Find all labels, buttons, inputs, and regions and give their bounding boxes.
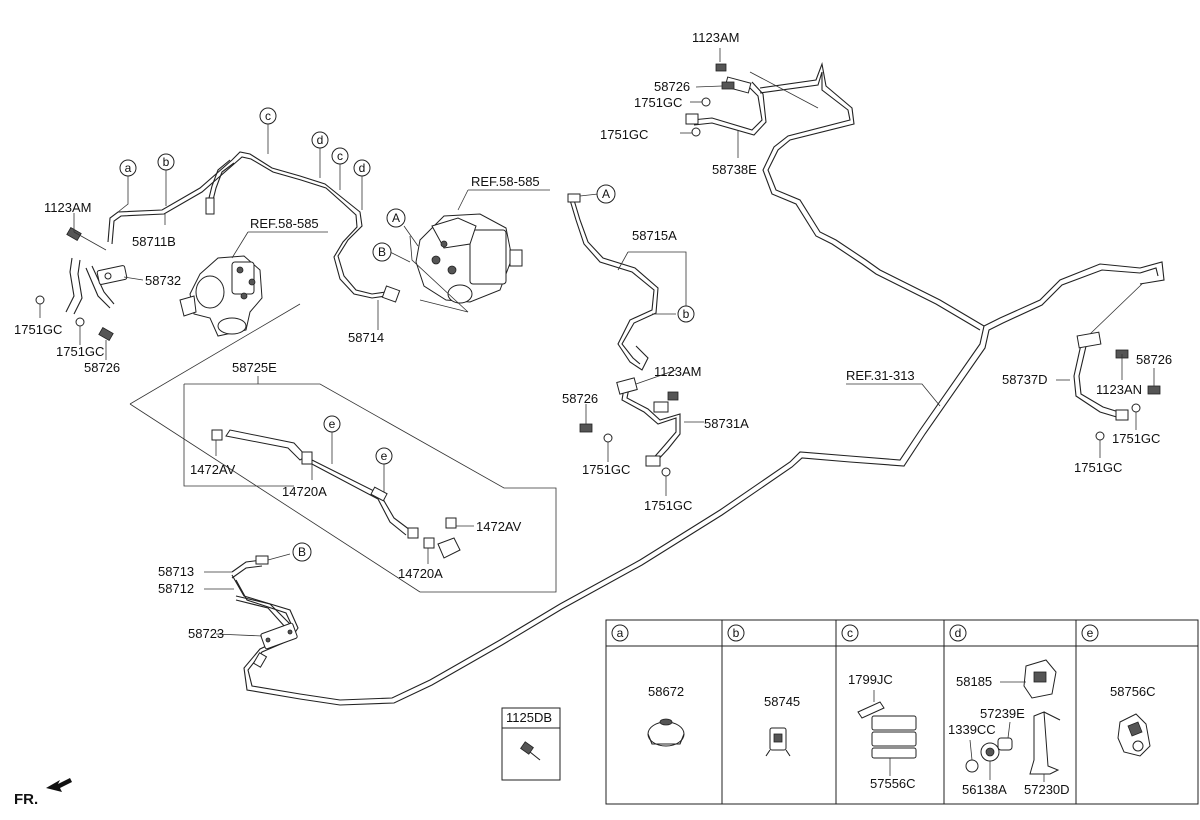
label-1123am: 1123AM <box>654 364 701 379</box>
legend-part-57230d: 57230D <box>1024 782 1070 797</box>
legend-header-c: c <box>847 626 853 640</box>
label-58737d: 58737D <box>1002 372 1048 387</box>
callout-c: c <box>265 109 271 123</box>
label-58712: 58712 <box>158 581 194 596</box>
label-1751gc: 1751GC <box>56 344 104 359</box>
label-1123an: 1123AN <box>1096 382 1142 397</box>
label-1751gc: 1751GC <box>1074 460 1122 475</box>
legend-part-58745: 58745 <box>764 694 800 709</box>
callout-c: c <box>337 149 343 163</box>
callout-A: A <box>392 211 400 225</box>
callout-d: d <box>317 133 324 147</box>
label-1751gc: 1751GC <box>600 127 648 142</box>
callout-b: b <box>163 155 170 169</box>
callout-d: d <box>359 161 366 175</box>
left-brake-tube-assembly <box>35 124 401 360</box>
clip-legend-table: a b c d e 58672 58745 1799JC 57556C <box>605 619 1199 805</box>
label-58726: 58726 <box>654 79 690 94</box>
label-ref-31-313: REF.31-313 <box>846 368 915 383</box>
label-58725e: 58725E <box>232 360 277 375</box>
label-1751gc: 1751GC <box>14 322 62 337</box>
bolt-icon <box>520 741 541 761</box>
left-callouts: a b c d c d <box>119 107 371 177</box>
abs-module-left <box>179 231 263 337</box>
callout-e: e <box>329 417 336 431</box>
label-58738e: 58738E <box>712 162 757 177</box>
label-1751gc: 1751GC <box>1112 431 1160 446</box>
detail-box-58725e <box>129 303 557 593</box>
label-1472av: 1472AV <box>476 519 522 534</box>
label-ref-58-585: REF.58-585 <box>471 174 540 189</box>
legend-header-b: b <box>733 626 740 640</box>
center-brake-tube-assembly <box>567 193 704 496</box>
callout-B: B <box>298 545 306 559</box>
callout-e: e <box>381 449 388 463</box>
part-box-1125db: 1125DB <box>501 707 561 781</box>
label-1751gc: 1751GC <box>582 462 630 477</box>
legend-part-58756c: 58756C <box>1110 684 1156 699</box>
label-1123am: 1123AM <box>692 30 739 45</box>
legend-header-a: a <box>617 626 624 640</box>
legend-part-58185: 58185 <box>956 674 992 689</box>
legend-part-1339cc: 1339CC <box>948 722 996 737</box>
abs-module-center <box>389 189 550 313</box>
clamp-icon <box>857 690 917 776</box>
label-1751gc: 1751GC <box>634 95 682 110</box>
clip-icon <box>765 727 791 757</box>
legend-header-d: d <box>955 626 962 640</box>
legend-header-e: e <box>1087 626 1094 640</box>
label-58723: 58723 <box>188 626 224 641</box>
legend-part-57239e: 57239E <box>980 706 1025 721</box>
label-58711b: 58711B <box>132 234 176 249</box>
label-58714: 58714 <box>348 330 384 345</box>
callout-B: B <box>378 245 386 259</box>
front-indicator: FR. <box>14 791 38 808</box>
rear-right-hose-assembly <box>1056 283 1161 458</box>
label-58726: 58726 <box>1136 352 1172 367</box>
callout-a: a <box>125 161 132 175</box>
bracket-set-icon <box>965 659 1061 782</box>
label-ref-58-585: REF.58-585 <box>250 216 319 231</box>
label-1123am: 1123AM <box>44 200 91 215</box>
label-58731a: 58731A <box>704 416 749 431</box>
label-58713: 58713 <box>158 564 194 579</box>
rear-brake-line <box>204 261 1165 706</box>
callout-A: A <box>602 187 610 201</box>
callout-b: b <box>683 307 690 321</box>
front-right-hose-assembly <box>680 48 985 331</box>
label-1472av: 1472AV <box>190 462 236 477</box>
legend-part-57556c: 57556C <box>870 776 916 791</box>
tube-clip-icon <box>1117 713 1151 757</box>
label-58726: 58726 <box>84 360 120 375</box>
legend-part-56138a: 56138A <box>962 782 1007 797</box>
label-1125db: 1125DB <box>506 710 552 725</box>
front-arrow-icon <box>46 778 72 792</box>
label-1751gc: 1751GC <box>644 498 692 513</box>
legend-part-1799jc: 1799JC <box>848 672 893 687</box>
grommet-icon <box>647 718 685 747</box>
label-58715a: 58715A <box>632 228 677 243</box>
label-58732: 58732 <box>145 273 181 288</box>
label-58726: 58726 <box>562 391 598 406</box>
label-14720a: 14720A <box>282 484 327 499</box>
legend-part-58672: 58672 <box>648 684 684 699</box>
label-14720a: 14720A <box>398 566 443 581</box>
